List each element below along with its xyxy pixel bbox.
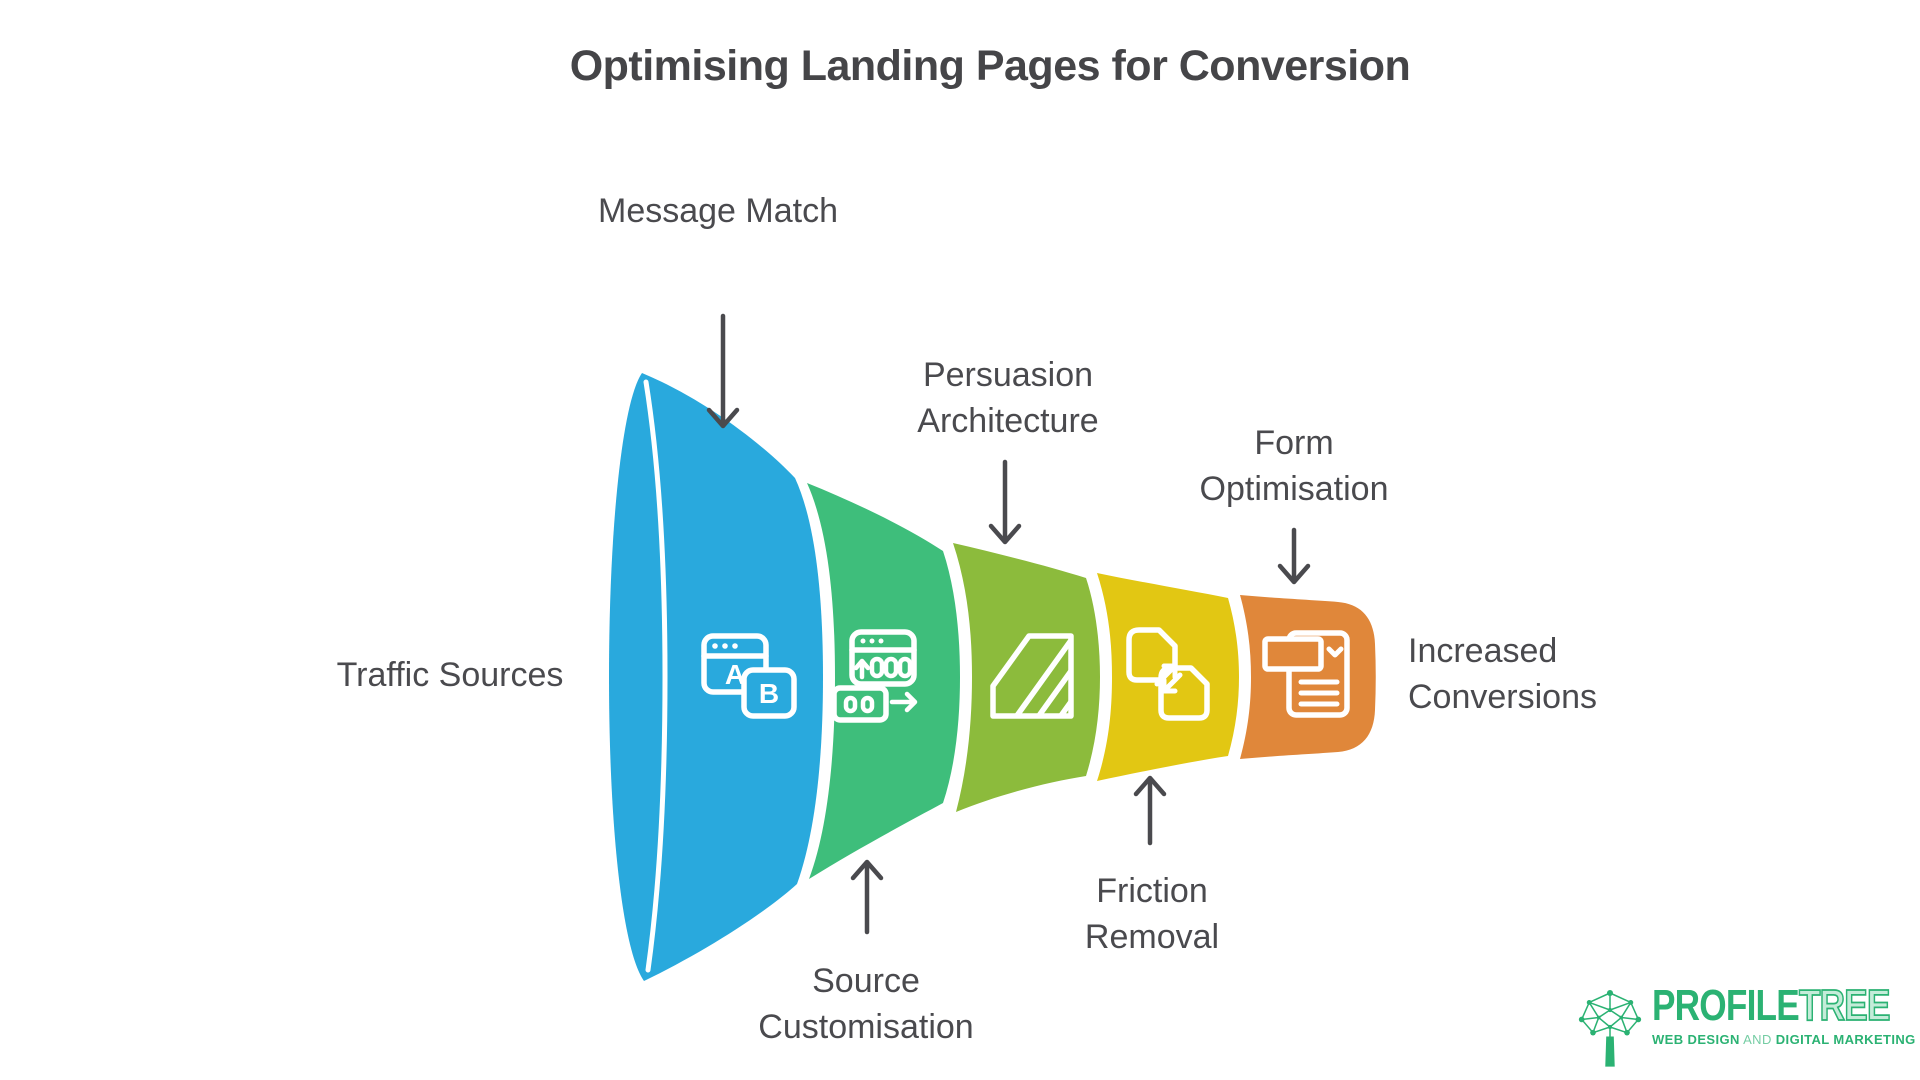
source-customisation-arrow bbox=[850, 859, 884, 935]
tagline-digital-marketing: DIGITAL MARKETING bbox=[1775, 1032, 1916, 1047]
striped-prism-icon bbox=[990, 633, 1074, 719]
funnel-mouth-rim-line bbox=[643, 379, 668, 973]
form-checklist-icon bbox=[1262, 630, 1350, 718]
ab-test-windows-icon: A B bbox=[701, 633, 797, 719]
form-optimisation-arrow bbox=[1277, 527, 1311, 585]
persuasion-architecture-arrow bbox=[988, 459, 1022, 545]
funnel-output-label: Increased Conversions bbox=[1408, 632, 1597, 716]
funnel-stage-source-customisation bbox=[807, 483, 960, 879]
profiletree-wordmark: PROFILETREE bbox=[1652, 981, 1891, 1031]
friction-removal-arrow bbox=[1133, 775, 1167, 846]
brand-profile-text: PROFILE bbox=[1652, 981, 1800, 1030]
svg-text:A: A bbox=[725, 659, 745, 690]
funnel-stage-form-optimisation bbox=[1240, 595, 1376, 759]
profiletree-logo: PROFILETREE WEB DESIGN AND DIGITAL MARKE… bbox=[1576, 981, 1915, 1074]
tagline-web-design: WEB DESIGN bbox=[1652, 1032, 1740, 1047]
tagline-and: AND bbox=[1739, 1032, 1776, 1047]
profiletree-tagline: WEB DESIGN AND DIGITAL MARKETING bbox=[1652, 1032, 1920, 1047]
profiletree-logo-text: PROFILETREE WEB DESIGN AND DIGITAL MARKE… bbox=[1652, 981, 1920, 1047]
stage-label-form-optimisation: Form Optimisation bbox=[1199, 424, 1389, 508]
stage-label-friction-removal: Friction Removal bbox=[1084, 872, 1220, 956]
funnel-input-label: Traffic Sources bbox=[336, 656, 564, 694]
funnel-stage-persuasion-architecture bbox=[953, 543, 1100, 812]
document-swap-icon bbox=[1126, 627, 1210, 721]
source-window-000-icon bbox=[831, 629, 918, 723]
stage-label-source-customisation: Source Customisation bbox=[758, 962, 974, 1046]
stage-label-persuasion-architecture: Persuasion Architecture bbox=[917, 356, 1099, 440]
svg-text:B: B bbox=[759, 678, 779, 709]
profiletree-tree-icon bbox=[1578, 989, 1642, 1067]
page-title: Optimising Landing Pages for Conversion bbox=[569, 42, 1411, 90]
brand-tree-text: TREE bbox=[1798, 981, 1891, 1031]
message-match-arrow bbox=[706, 313, 740, 429]
stage-label-message-match: Message Match bbox=[598, 192, 838, 230]
